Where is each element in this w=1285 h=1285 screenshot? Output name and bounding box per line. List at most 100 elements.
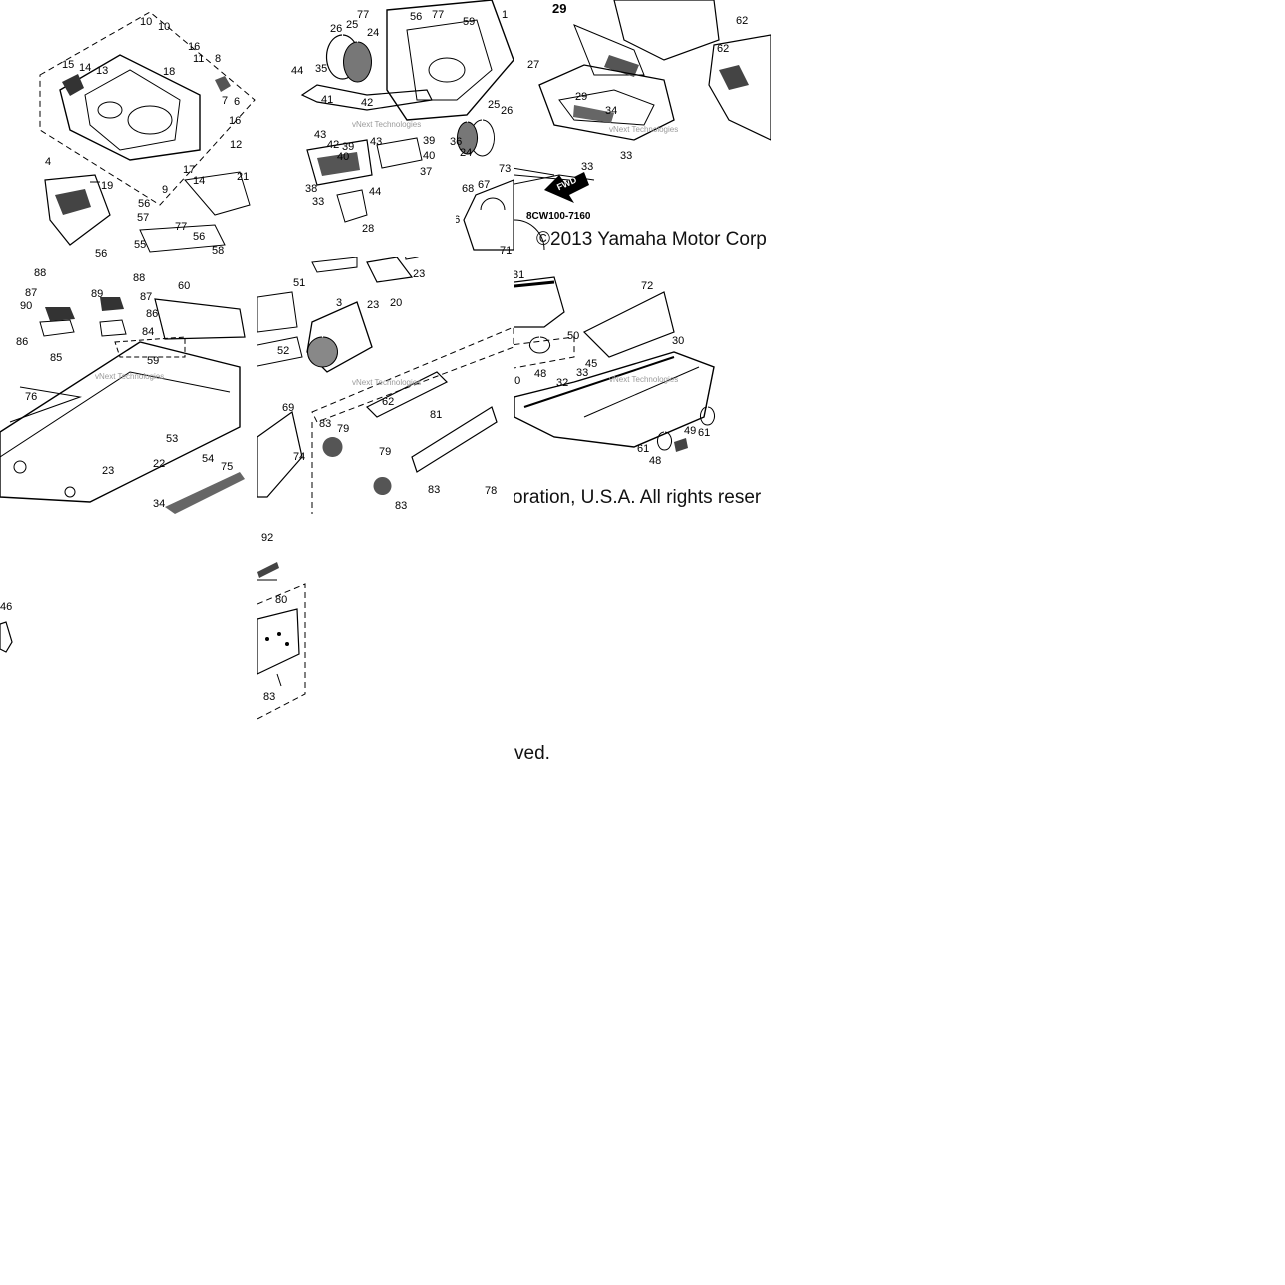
callout-46: 46 xyxy=(0,601,12,613)
callout-83: 83 xyxy=(428,484,440,496)
callout-43: 43 xyxy=(314,129,326,141)
callout-14: 14 xyxy=(193,175,205,187)
cowling-drawing: FWD vNext Technologies 29 62 62 27 29 34… xyxy=(514,0,771,251)
callout-24: 24 xyxy=(367,27,379,39)
callout-88: 88 xyxy=(133,272,145,284)
copyright-line-1: ©2013 Yamaha Motor Corp xyxy=(536,229,767,250)
callout-72: 72 xyxy=(641,280,653,292)
callout-3: 3 xyxy=(336,297,342,309)
callout-13: 13 xyxy=(96,65,108,77)
callout-8: 8 xyxy=(215,53,221,65)
callout-56: 56 xyxy=(410,11,422,23)
callout-33: 33 xyxy=(576,367,588,379)
callout-51: 51 xyxy=(293,277,305,289)
diagram-tile-rear-panel: 73 68 67 66 71 xyxy=(456,150,514,257)
callout-77: 77 xyxy=(432,9,444,21)
callout-15: 15 xyxy=(62,59,74,71)
callout-34: 34 xyxy=(153,498,165,510)
callout-25: 25 xyxy=(488,99,500,111)
diagram-tile-frame-front: 10 10 16 15 14 13 8 11 18 6 7 16 12 4 19… xyxy=(0,0,257,257)
callout-42: 42 xyxy=(361,97,373,109)
callout-16: 16 xyxy=(188,41,200,53)
callout-85: 85 xyxy=(50,352,62,364)
callout-33: 33 xyxy=(581,161,593,173)
callout-49: 49 xyxy=(684,425,696,437)
callout-79: 79 xyxy=(379,446,391,458)
diagram-tile-skid: vNext Technologies 91 31 72 50 83 30 45 … xyxy=(514,257,771,514)
copyright-line-3: ved. xyxy=(514,743,550,764)
callout-78: 78 xyxy=(485,485,497,497)
callout-23: 23 xyxy=(102,465,114,477)
callout-32: 32 xyxy=(556,377,568,389)
skid-drawing: vNext Technologies 91 31 72 50 83 30 45 … xyxy=(514,269,715,467)
callout-19: 19 xyxy=(101,180,113,192)
callout-40: 40 xyxy=(423,150,435,162)
callout-66: 66 xyxy=(456,214,460,226)
callout-74: 74 xyxy=(293,451,305,463)
callout-40: 40 xyxy=(337,151,349,163)
callout-36: 36 xyxy=(450,136,462,148)
callout-77: 77 xyxy=(175,221,187,233)
callout-77: 77 xyxy=(357,9,369,21)
callout-39: 39 xyxy=(342,141,354,153)
callout-68: 68 xyxy=(462,183,474,195)
callout-53: 53 xyxy=(166,433,178,445)
callout-70: 70 xyxy=(514,375,520,387)
callout-25: 25 xyxy=(346,19,358,31)
callout-88: 88 xyxy=(34,267,46,279)
callout-52: 52 xyxy=(277,345,289,357)
callout-69: 69 xyxy=(282,402,294,414)
callout-89: 89 xyxy=(91,288,103,300)
callout-62: 62 xyxy=(736,15,748,27)
callout-12: 12 xyxy=(230,139,242,151)
callout-6: 6 xyxy=(234,96,240,108)
callout-30: 30 xyxy=(672,335,684,347)
callout-34: 34 xyxy=(605,105,617,117)
callout-28: 28 xyxy=(362,223,374,235)
bracket-drawing: 46 7 xyxy=(0,579,13,653)
callout-33: 33 xyxy=(620,150,632,162)
copyright-line-2: oration, U.S.A. All rights reser xyxy=(514,487,762,508)
callout-62: 62 xyxy=(382,396,394,408)
callout-48: 48 xyxy=(649,455,661,467)
watermark: vNext Technologies xyxy=(352,378,421,387)
callout-37: 37 xyxy=(420,166,432,178)
callout-16: 16 xyxy=(229,115,241,127)
callout-43: 43 xyxy=(370,136,382,148)
callout-42: 42 xyxy=(327,139,339,151)
callout-61: 61 xyxy=(637,443,649,455)
callout-10: 10 xyxy=(140,16,152,28)
callout-20: 20 xyxy=(390,297,402,309)
callout-92: 92 xyxy=(261,532,273,544)
callout-60: 60 xyxy=(178,280,190,292)
callout-29: 29 xyxy=(575,91,587,103)
callout-59: 59 xyxy=(463,16,475,28)
callout-71: 71 xyxy=(500,245,512,257)
callout-48: 48 xyxy=(534,368,546,380)
callout-39: 39 xyxy=(423,135,435,147)
callout-7: 7 xyxy=(222,95,228,107)
callout-79: 79 xyxy=(337,423,349,435)
callout-23: 23 xyxy=(367,299,379,311)
callout-83: 83 xyxy=(395,500,407,512)
watermark: vNext Technologies xyxy=(95,372,164,381)
callout-33: 33 xyxy=(312,196,324,208)
callout-38: 38 xyxy=(305,183,317,195)
callout-84: 84 xyxy=(142,326,154,338)
callout-61: 61 xyxy=(698,427,710,439)
callout-26: 26 xyxy=(330,23,342,35)
callout-54: 54 xyxy=(202,453,214,465)
rear-panel-drawing: 73 68 67 66 71 xyxy=(456,163,514,257)
callout-18: 18 xyxy=(163,66,175,78)
callout-81: 81 xyxy=(430,409,442,421)
callout-50: 50 xyxy=(567,330,579,342)
callout-41: 41 xyxy=(321,94,333,106)
watermark: vNext Technologies xyxy=(609,375,678,384)
callout-90: 90 xyxy=(20,300,32,312)
callout-31: 31 xyxy=(514,269,524,281)
frame-rear-drawing: vNext Technologies 77 56 77 59 1 26 25 2… xyxy=(291,0,514,235)
callout-35: 35 xyxy=(315,63,327,75)
callout-1: 1 xyxy=(502,9,508,21)
callout-57: 57 xyxy=(137,212,149,224)
callout-86: 86 xyxy=(16,336,28,348)
